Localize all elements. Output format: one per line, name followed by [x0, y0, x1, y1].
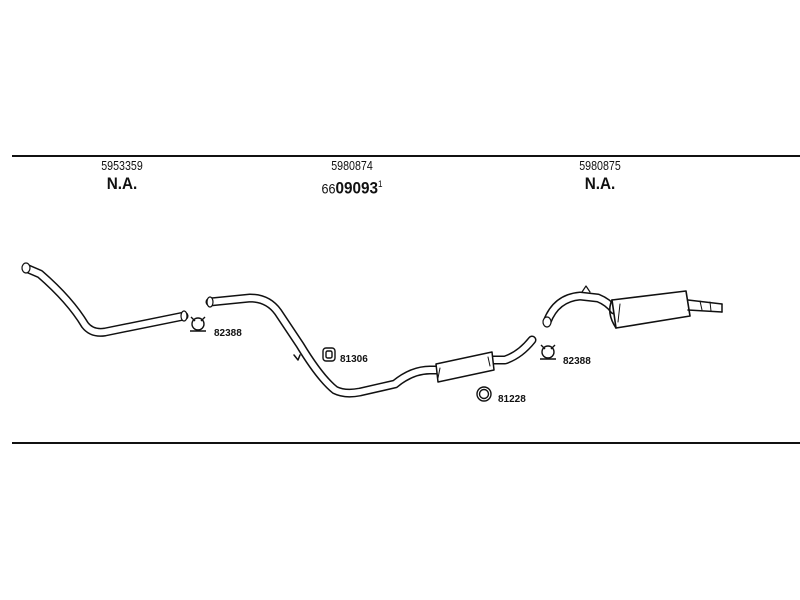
middle-section-alt-number: 66090931: [280, 174, 424, 199]
alt-number-prefix: 66: [321, 180, 336, 197]
rear-clamp-code: 82388: [563, 356, 591, 367]
front-pipe-status: N.A.: [106, 174, 138, 193]
bottom-divider: [12, 442, 800, 444]
front-pipe-number: 5953359: [101, 158, 143, 173]
rear-silencer-drawing: [542, 285, 723, 329]
middle-hanger-icon: [322, 347, 336, 362]
front-pipe-label: 5953359 N.A.: [42, 158, 202, 194]
middle-section-drawing: [205, 293, 537, 398]
middle-section-label: 5980874 66090931: [272, 158, 432, 199]
front-clamp-code: 82388: [214, 328, 242, 339]
middle-ring-icon: [476, 386, 492, 402]
middle-hanger-code: 81306: [340, 354, 368, 365]
front-pipe-drawing: [21, 262, 189, 337]
rear-silencer-label: 5980875 N.A.: [520, 158, 680, 194]
alt-number-superscript: 1: [378, 179, 383, 189]
middle-ring-code: 81228: [498, 394, 526, 405]
rear-silencer-status: N.A.: [584, 174, 616, 193]
front-clamp-icon: [190, 316, 206, 332]
middle-section-number: 5980874: [331, 158, 373, 173]
rear-silencer-number: 5980875: [579, 158, 621, 173]
top-divider: [12, 155, 800, 157]
alt-number-main: 09093: [335, 178, 379, 198]
rear-clamp-icon: [540, 344, 556, 360]
